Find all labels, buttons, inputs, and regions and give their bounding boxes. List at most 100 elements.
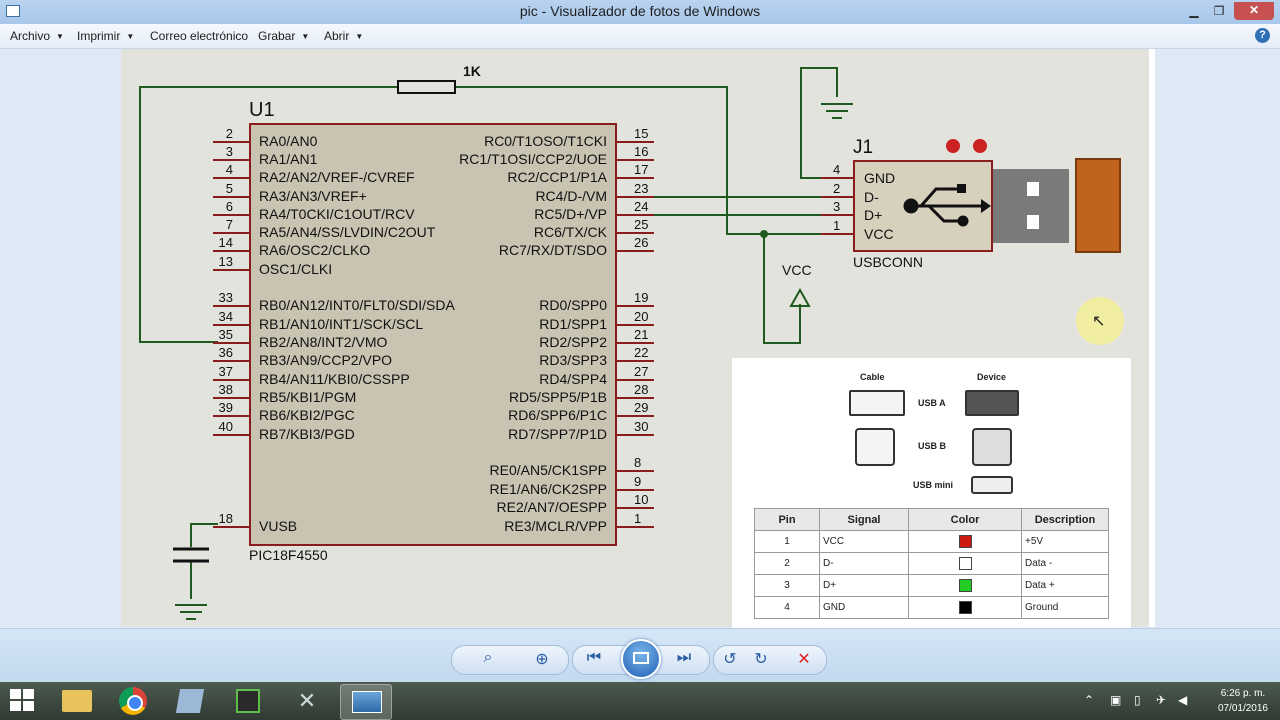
image-edge: [1149, 49, 1155, 627]
notepad-icon[interactable]: [166, 684, 216, 718]
pin-number: 27: [634, 364, 648, 379]
cell-signal: GND: [819, 596, 909, 619]
pic-chip-body: [249, 123, 617, 546]
pin-number: 24: [634, 199, 648, 214]
clock[interactable]: 6:26 p. m. 07/01/2016: [1218, 686, 1268, 716]
pin-number: 21: [634, 327, 648, 342]
usb-plug-metal: [993, 169, 1069, 243]
close-button[interactable]: ✕: [1234, 2, 1274, 20]
pin-name: RA3/AN3/VREF+: [259, 188, 367, 204]
usb-plug-housing: [1075, 158, 1121, 253]
pin-name: RC0/T1OSO/T1CKI: [484, 133, 607, 149]
mouse-cursor-highlight: [1076, 297, 1124, 345]
pin-name: RE2/AN7/OESPP: [497, 499, 608, 515]
battery-icon[interactable]: ▯: [1134, 693, 1141, 707]
menu-correo[interactable]: Correo electrónico: [150, 29, 248, 43]
pin-name: VUSB: [259, 518, 297, 534]
cell-signal: D+: [819, 574, 909, 597]
start-button[interactable]: [10, 689, 36, 713]
delete-icon[interactable]: ✕: [797, 651, 811, 668]
volume-icon[interactable]: ◀: [1178, 693, 1188, 707]
cell-signal: D-: [819, 552, 909, 575]
header-description: Description: [1021, 508, 1109, 531]
next-icon[interactable]: ⏭: [676, 649, 692, 666]
connector-pin-name: D+: [864, 207, 882, 223]
menu-grabar[interactable]: Grabar▼: [258, 29, 309, 43]
previous-icon[interactable]: ⏮: [586, 649, 602, 666]
magnifier-icon[interactable]: ⌕: [483, 649, 493, 666]
pin-number: 40: [219, 419, 233, 434]
connector-pin-name: VCC: [864, 226, 894, 242]
menu-archivo[interactable]: Archivo▼: [10, 29, 64, 43]
right-pins: 15RC0/T1OSO/T1CKI16RC1/T1OSI/CCP2/UOE17R…: [459, 126, 654, 534]
usb-plug-hole: [1027, 182, 1039, 196]
rotate-left-icon[interactable]: ↺: [723, 651, 737, 668]
taskbar: ✕ ⌃ ▣ ▯ ✈ ◀ 6:26 p. m. 07/01/2016: [0, 682, 1280, 720]
airplane-icon[interactable]: ✈: [1156, 693, 1167, 707]
cell-pin: 2: [754, 552, 820, 575]
header-pin: Pin: [754, 508, 820, 531]
pin-number: 10: [634, 492, 648, 507]
chevron-down-icon: ▼: [355, 32, 364, 41]
usb-b-label: USB B: [918, 441, 947, 451]
pin-name: RE1/AN6/CK2SPP: [490, 481, 608, 497]
cell-color: [908, 596, 1022, 619]
pin-name: RA1/AN1: [259, 151, 318, 167]
pin-number: 30: [634, 419, 648, 434]
pin-name: RA6/OSC2/CLKO: [259, 242, 370, 258]
cell-color: [908, 574, 1022, 597]
usb-plug-hole: [1027, 215, 1039, 229]
menu-imprimir[interactable]: Imprimir ▼: [77, 29, 134, 43]
slideshow-button[interactable]: [621, 639, 661, 679]
usb-a-device-icon: [965, 390, 1019, 416]
pin-number: 15: [634, 126, 648, 141]
photo-viewer-app-icon: [6, 5, 20, 17]
chevron-down-icon: ▼: [126, 32, 135, 41]
chrome-icon[interactable]: [108, 684, 158, 718]
restore-button[interactable]: ❐: [1213, 4, 1225, 18]
pin-number: 16: [634, 144, 648, 159]
view-controls-group: [451, 645, 569, 675]
rotate-right-icon[interactable]: ↻: [754, 651, 768, 668]
cell-pin: 3: [754, 574, 820, 597]
header-color: Color: [908, 508, 1022, 531]
file-explorer-icon[interactable]: [52, 684, 102, 718]
actual-size-icon[interactable]: ⊕: [535, 651, 549, 668]
tray-up-icon[interactable]: ⌃: [1084, 693, 1095, 707]
pin-name: RD6/SPP6/P1C: [508, 407, 607, 423]
pin-number: 13: [219, 254, 233, 269]
pin-name: RA2/AN2/VREF-/CVREF: [259, 169, 415, 185]
pin-name: RD2/SPP2: [539, 334, 607, 350]
photo-viewer-icon[interactable]: [340, 684, 392, 720]
pin-number: 36: [219, 345, 233, 360]
pin-name: RC2/CCP1/P1A: [507, 169, 607, 185]
pin-name: RB4/AN11/KBI0/CSSPP: [259, 371, 410, 387]
menu-abrir[interactable]: Abrir▼: [324, 29, 363, 43]
mplab-icon[interactable]: [224, 684, 274, 718]
network-icon[interactable]: ▣: [1110, 693, 1122, 707]
pin-name: RB5/KBI1/PGM: [259, 389, 356, 405]
menu-imprimir-label: Imprimir: [77, 29, 121, 43]
connector-pin-number: 4: [833, 162, 840, 177]
cell-pin: 1: [754, 530, 820, 553]
pin-name: RC5/D+/VP: [534, 206, 607, 222]
tools-icon[interactable]: ✕: [297, 688, 317, 713]
pin-number: 4: [226, 162, 233, 177]
color-swatch: [958, 579, 972, 592]
help-icon[interactable]: ?: [1255, 28, 1270, 43]
pin-number: 22: [634, 345, 648, 360]
pin-name: RB3/AN9/CCP2/VPO: [259, 352, 392, 368]
pin-name: RD4/SPP4: [539, 371, 607, 387]
pin-name: RA0/AN0: [259, 133, 318, 149]
pin-name: RB1/AN10/INT1/SCK/SCL: [259, 316, 423, 332]
wire-gnd: [800, 67, 854, 179]
junction-dot: [760, 230, 768, 238]
minimize-button[interactable]: ▁: [1189, 4, 1199, 18]
device-label: Device: [977, 372, 1007, 382]
pin-name: RB0/AN12/INT0/FLT0/SDI/SDA: [259, 297, 455, 313]
